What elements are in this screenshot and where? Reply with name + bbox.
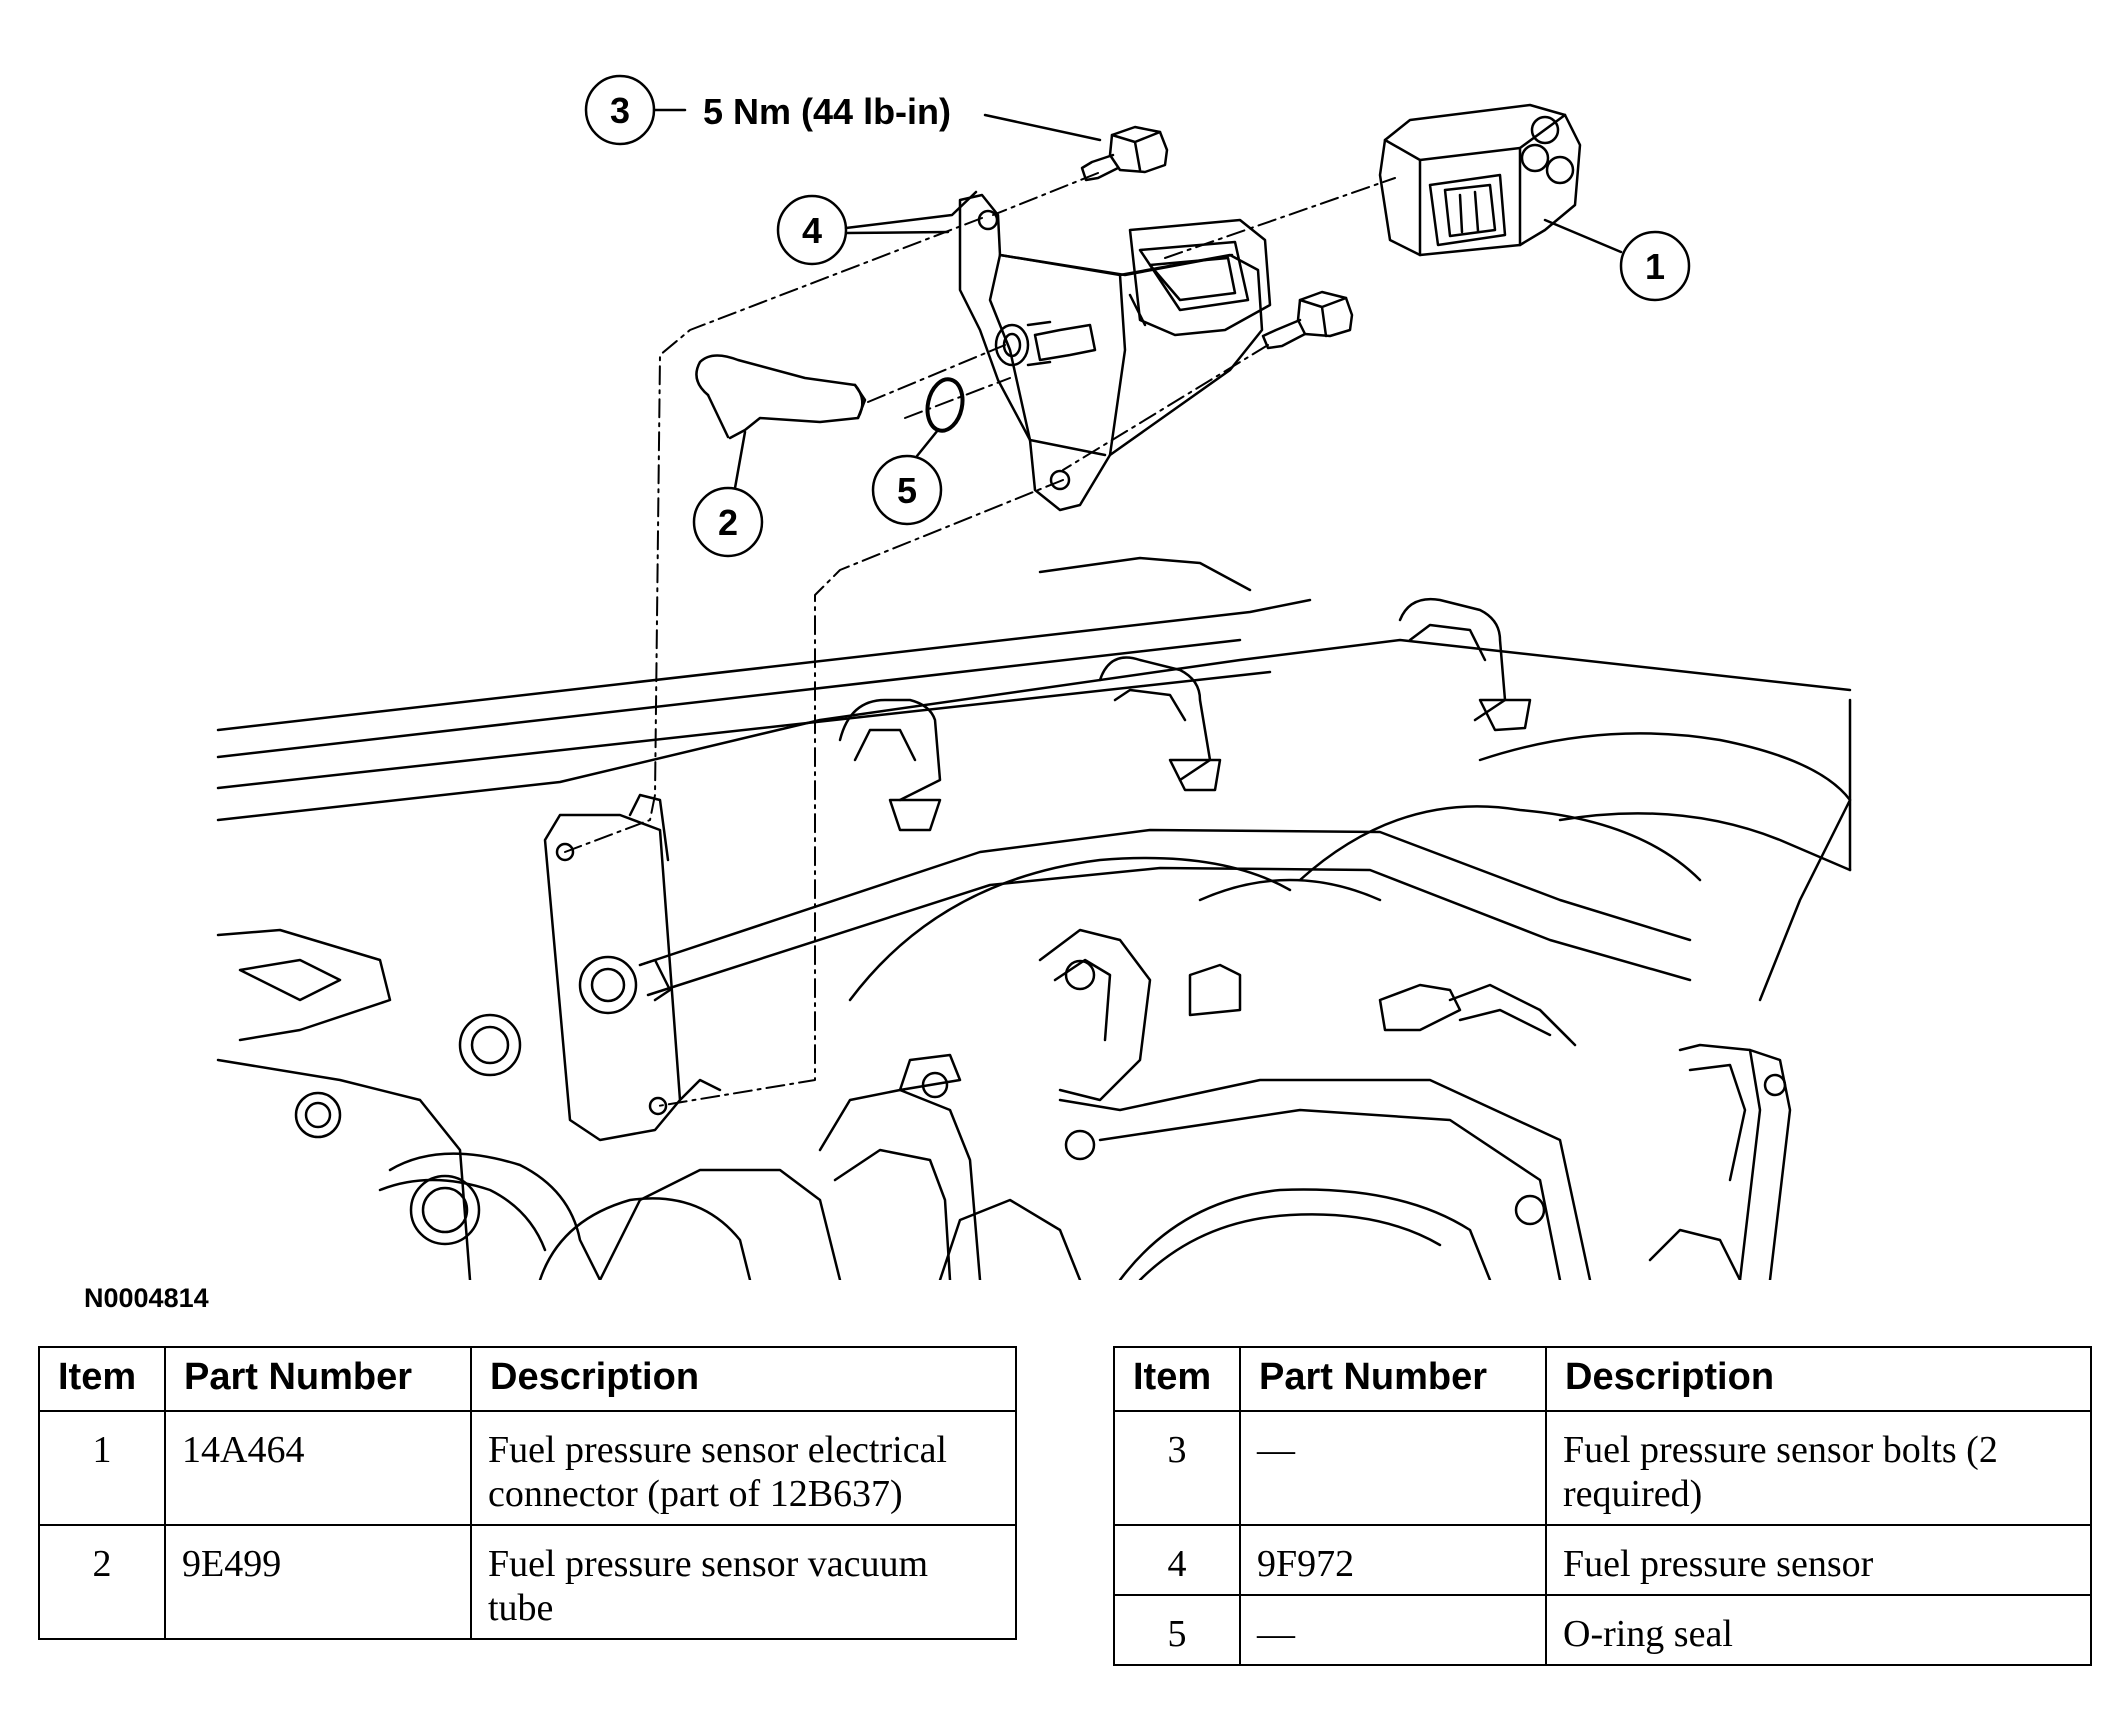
header-description: Description xyxy=(470,1346,1017,1412)
header-item: Item xyxy=(38,1346,166,1412)
callout-number: 5 xyxy=(897,470,917,511)
header-part-number: Part Number xyxy=(164,1346,472,1412)
header-description: Description xyxy=(1545,1346,2092,1412)
cell-description: Fuel pressure sensor xyxy=(1545,1524,2092,1596)
callout-number: 1 xyxy=(1645,246,1665,287)
fuel-pressure-sensor-vacuum-tube xyxy=(695,354,867,440)
alignment-lines xyxy=(564,172,1396,1107)
table-header-row: Item Part Number Description xyxy=(1113,1346,2092,1412)
cell-part-number: — xyxy=(1239,1594,1547,1666)
cell-item: 3 xyxy=(1113,1410,1241,1526)
cell-part-number: 9F972 xyxy=(1239,1524,1547,1596)
cell-part-number: — xyxy=(1239,1410,1547,1526)
torque-leader-line xyxy=(983,113,1102,142)
parts-table-right: Item Part Number Description 3 — Fuel pr… xyxy=(1113,1346,2092,1666)
cell-item: 2 xyxy=(38,1524,166,1640)
cell-description: Fuel pressure sensor bolts (2 required) xyxy=(1545,1410,2092,1526)
callout-item-4: 4 xyxy=(776,190,978,266)
cell-item: 1 xyxy=(38,1410,166,1526)
table-row: 5 — O-ring seal xyxy=(1113,1594,2092,1666)
intake-manifold xyxy=(216,556,1852,1280)
fuel-pressure-sensor xyxy=(958,193,1272,512)
fuel-pressure-sensor-bolt xyxy=(1261,290,1354,350)
table-row: 1 14A464 Fuel pressure sensor electrical… xyxy=(38,1410,1017,1526)
parts-table-left: Item Part Number Description 1 14A464 Fu… xyxy=(38,1346,1017,1640)
callout-item-3: 3 xyxy=(584,74,687,146)
exploded-view-illustration: 3 5 Nm (44 lb-in) 4 1 2 5 xyxy=(216,74,1852,1280)
cell-part-number: 9E499 xyxy=(164,1524,472,1640)
cell-description: Fuel pressure sensor vacuum tube xyxy=(470,1524,1017,1640)
callout-item-5: 5 xyxy=(871,428,943,526)
callout-number: 2 xyxy=(718,502,738,543)
table-header-row: Item Part Number Description xyxy=(38,1346,1017,1412)
fuel-pressure-sensor-bolt xyxy=(1080,125,1169,182)
callout-number: 4 xyxy=(802,210,822,251)
cell-item: 4 xyxy=(1113,1524,1241,1596)
callout-item-2: 2 xyxy=(692,430,764,558)
header-part-number: Part Number xyxy=(1239,1346,1547,1412)
table-row: 4 9F972 Fuel pressure sensor xyxy=(1113,1524,2092,1596)
callout-number: 3 xyxy=(610,90,630,131)
cell-part-number: 14A464 xyxy=(164,1410,472,1526)
callout-item-1: 1 xyxy=(1543,218,1691,302)
cell-description: Fuel pressure sensor electrical connecto… xyxy=(470,1410,1017,1526)
sensor-mounting-pad xyxy=(543,793,722,1142)
cell-item: 5 xyxy=(1113,1594,1241,1666)
cell-description: O-ring seal xyxy=(1545,1594,2092,1666)
torque-specification: 5 Nm (44 lb-in) xyxy=(703,91,951,132)
table-row: 2 9E499 Fuel pressure sensor vacuum tube xyxy=(38,1524,1017,1640)
header-item: Item xyxy=(1113,1346,1241,1412)
fuel-pressure-sensor-electrical-connector xyxy=(1378,103,1582,257)
o-ring-seal xyxy=(925,377,965,433)
table-row: 3 — Fuel pressure sensor bolts (2 requir… xyxy=(1113,1410,2092,1526)
figure-id: N0004814 xyxy=(84,1283,209,1313)
